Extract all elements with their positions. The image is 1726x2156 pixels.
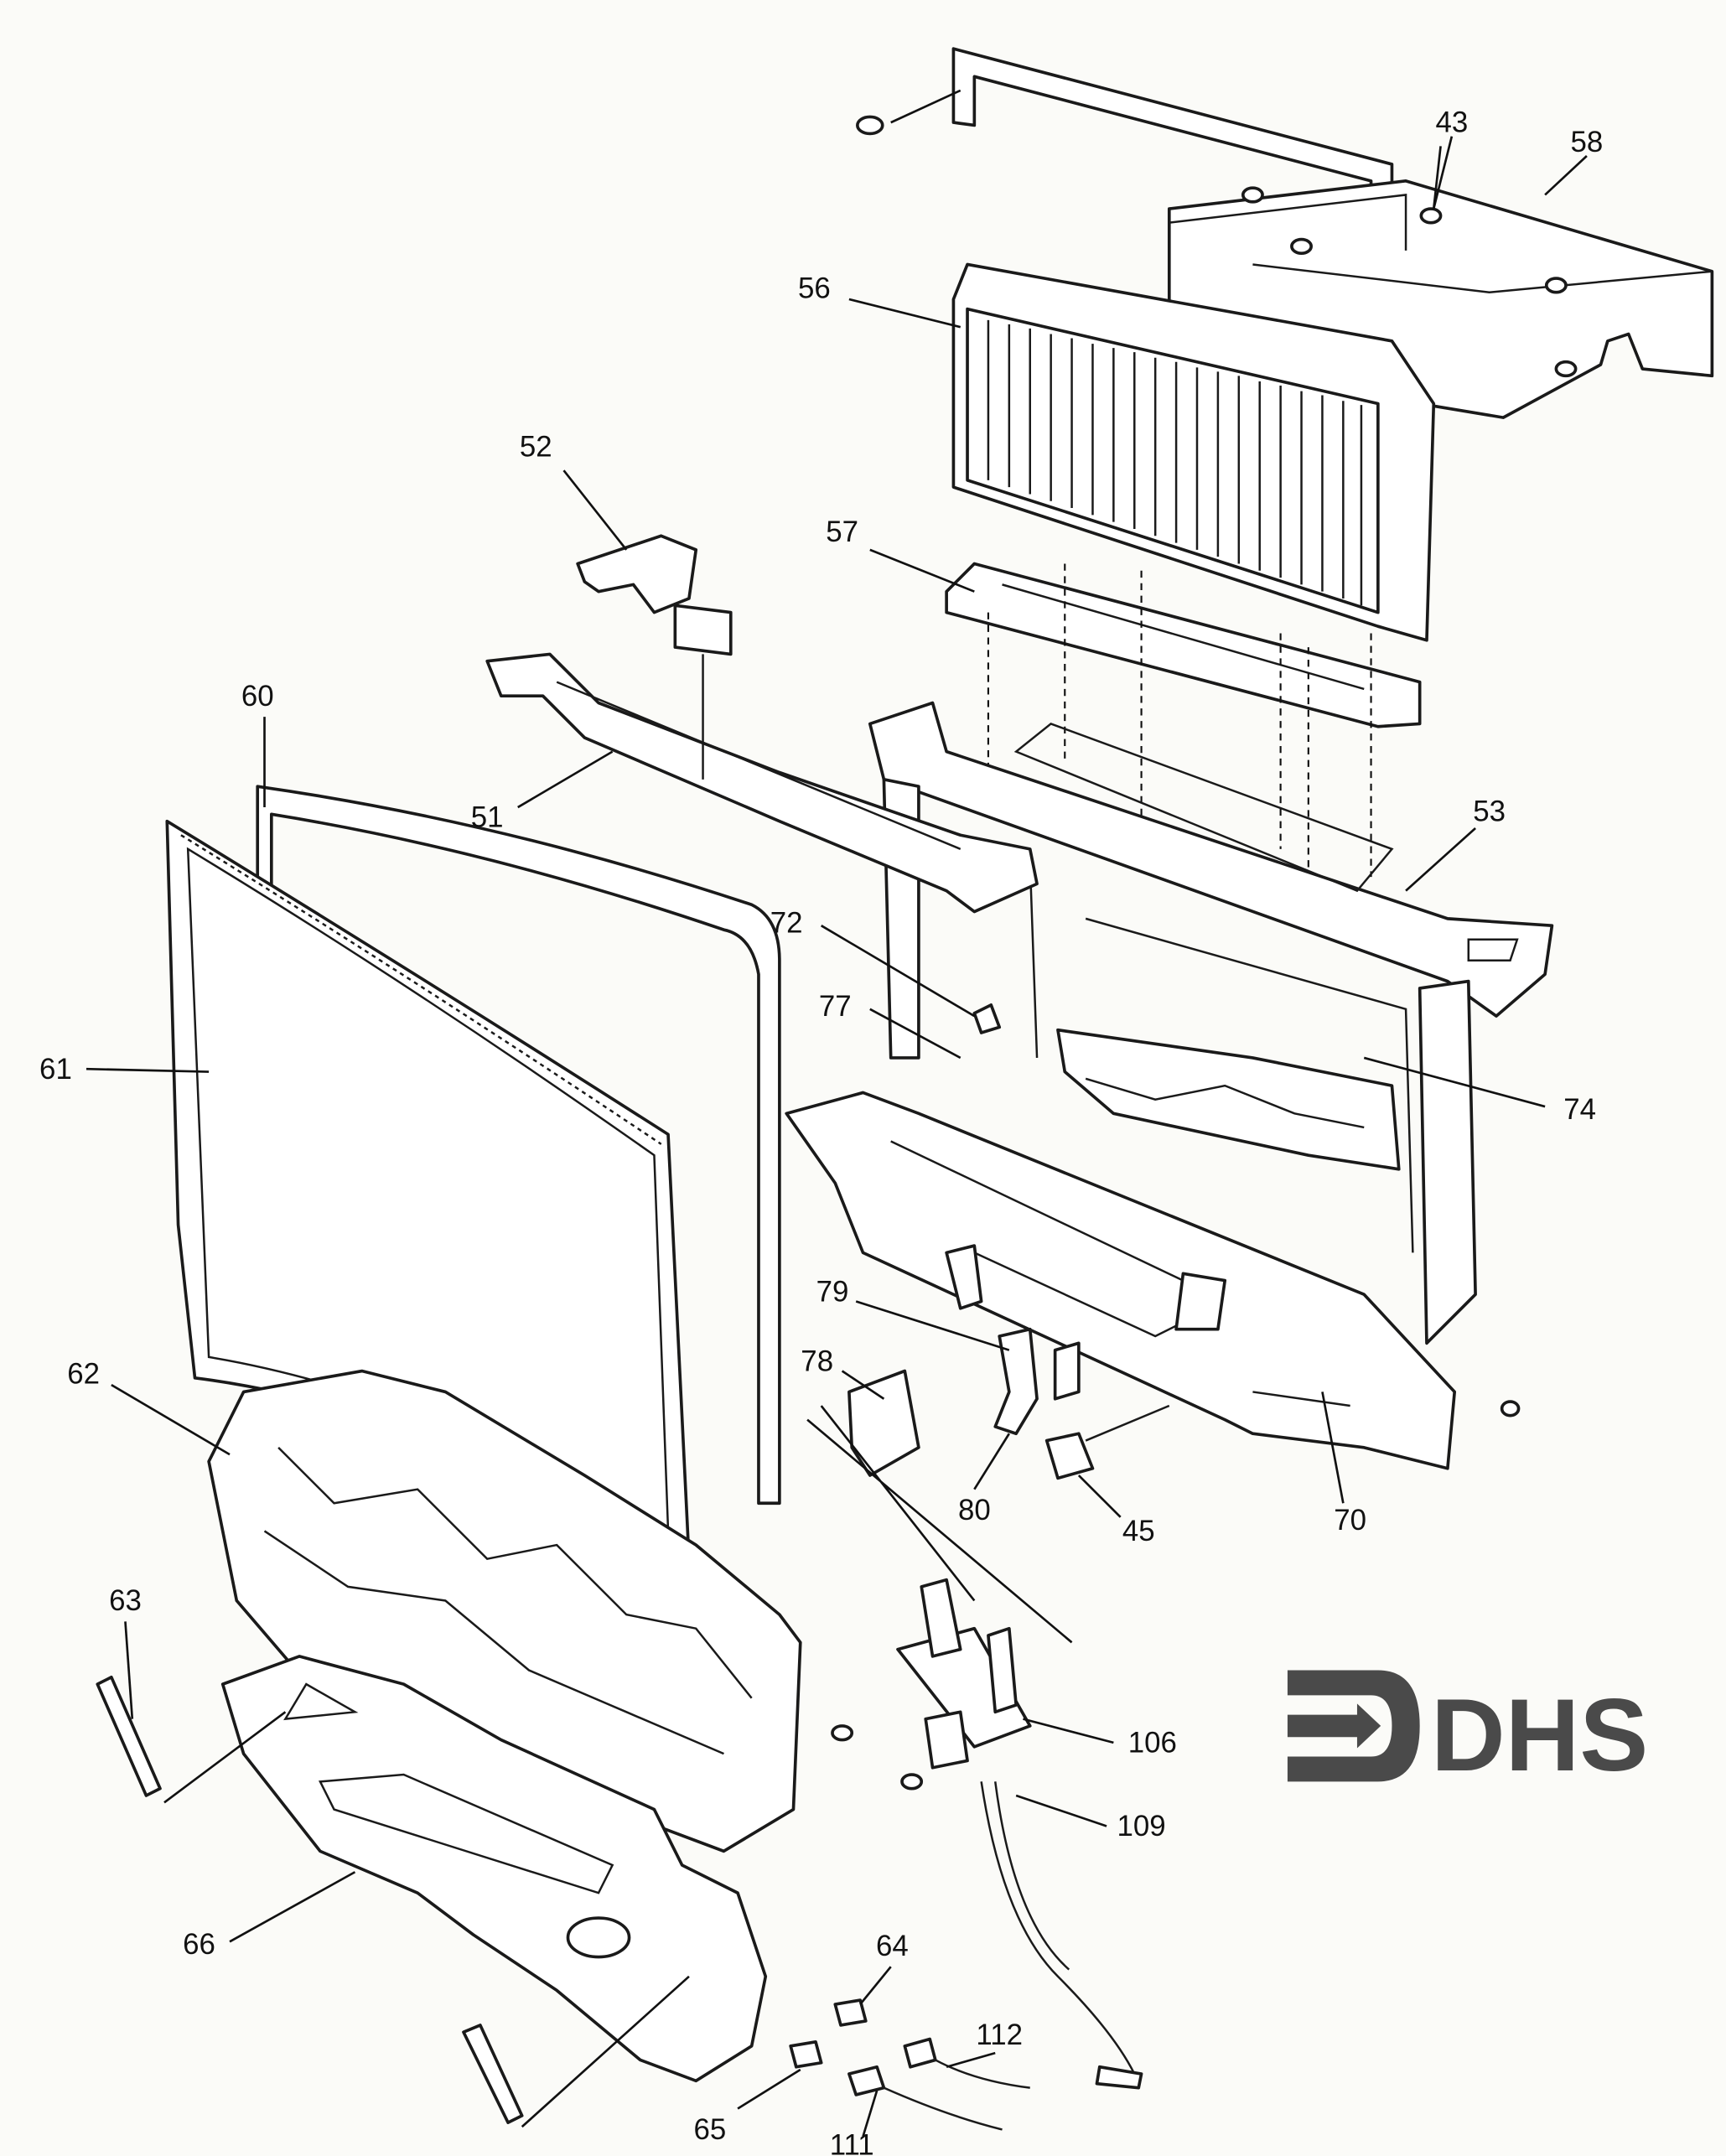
label-43: 43 bbox=[1435, 106, 1468, 139]
label-60: 60 bbox=[241, 680, 274, 713]
label-52: 52 bbox=[520, 431, 552, 464]
label-112: 112 bbox=[976, 2019, 1023, 2051]
part-79-80-brackets bbox=[993, 1327, 1081, 1436]
part-70-base-tray bbox=[785, 1091, 1521, 1470]
part-66-ember-tray bbox=[220, 1655, 768, 2083]
label-79: 79 bbox=[816, 1275, 849, 1308]
part-45-connector bbox=[1044, 1404, 1170, 1480]
label-78: 78 bbox=[801, 1345, 833, 1378]
leader-lines bbox=[86, 136, 1588, 2138]
label-45: 45 bbox=[1122, 1515, 1155, 1547]
label-70: 70 bbox=[1334, 1504, 1366, 1537]
label-66: 66 bbox=[183, 1928, 215, 1961]
part-labels: 43 58 56 52 57 60 51 53 72 77 61 74 79 6… bbox=[39, 106, 1603, 2156]
label-58: 58 bbox=[1571, 126, 1604, 158]
label-51: 51 bbox=[471, 801, 504, 833]
part-74-baffle bbox=[1056, 1028, 1401, 1171]
part-64-65-fittings bbox=[789, 1998, 1030, 2131]
dhs-logo: DHS bbox=[1287, 1670, 1648, 1793]
part-109-thermocouple bbox=[980, 1781, 1143, 2090]
part-72-clip bbox=[972, 1003, 1002, 1034]
part-78-bracket bbox=[847, 1369, 920, 1477]
label-72: 72 bbox=[770, 906, 803, 939]
label-63: 63 bbox=[109, 1584, 142, 1617]
label-80: 80 bbox=[958, 1494, 991, 1526]
part-53-top-plate bbox=[868, 701, 1554, 1018]
part-106-pilot-assembly bbox=[806, 1405, 1073, 1791]
label-106: 106 bbox=[1128, 1726, 1177, 1759]
label-53: 53 bbox=[1473, 796, 1506, 828]
label-111: 111 bbox=[830, 2128, 874, 2156]
part-51-front-bracket bbox=[485, 652, 1039, 914]
label-61: 61 bbox=[39, 1053, 72, 1086]
label-62: 62 bbox=[67, 1357, 100, 1390]
label-77: 77 bbox=[819, 990, 852, 1023]
part-52-clamp bbox=[576, 534, 733, 780]
part-43-screws bbox=[1241, 146, 1578, 378]
label-109: 109 bbox=[1117, 1810, 1165, 1842]
label-65: 65 bbox=[693, 2113, 726, 2146]
part-57-gasket bbox=[945, 562, 1422, 919]
part-56-heat-exchanger bbox=[951, 262, 1436, 642]
dhs-logo-text: DHS bbox=[1431, 1678, 1648, 1793]
label-64: 64 bbox=[876, 1930, 909, 1962]
part-60-outer-frame bbox=[256, 785, 781, 1506]
part-63-pins bbox=[96, 1675, 690, 2128]
label-56: 56 bbox=[798, 272, 831, 304]
label-57: 57 bbox=[826, 516, 858, 548]
label-74: 74 bbox=[1563, 1093, 1596, 1126]
